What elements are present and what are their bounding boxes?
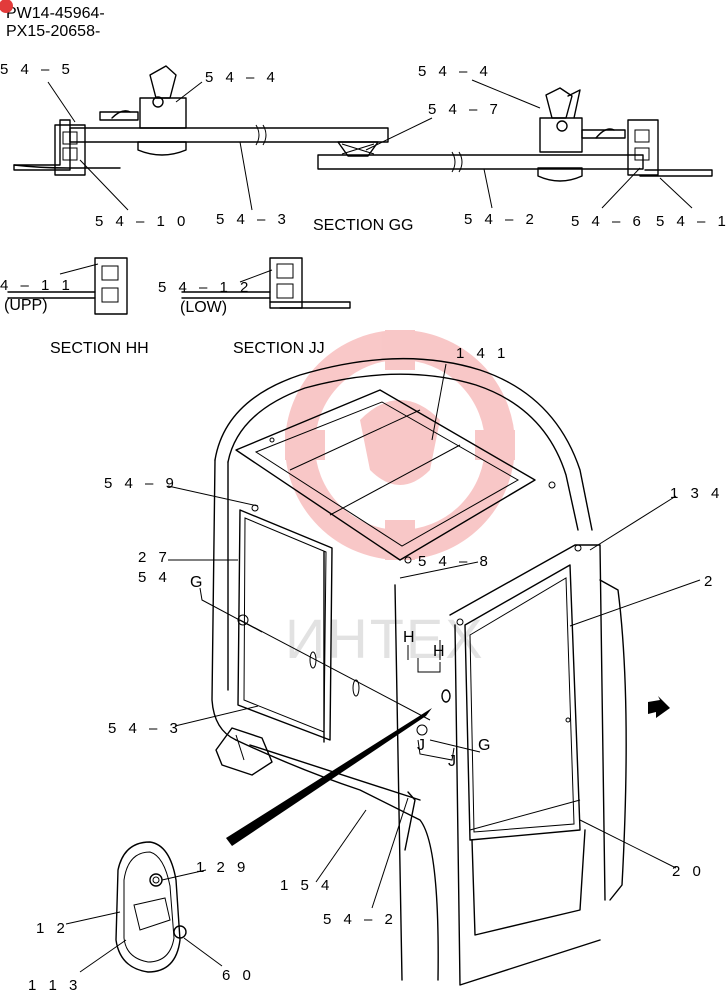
section-hh-label: SECTION HH bbox=[50, 340, 149, 357]
low-label: (LOW) bbox=[180, 299, 227, 316]
latch-right bbox=[537, 87, 626, 182]
callout-54-5: 5 4 – 5 bbox=[0, 61, 74, 78]
callout-54-11: 4 – 1 1 bbox=[0, 277, 74, 294]
section-hh-drawing bbox=[7, 257, 128, 315]
section-gg-drawing bbox=[13, 65, 713, 211]
section-gg-label: SECTION GG bbox=[313, 217, 413, 234]
marker-g-2: G bbox=[478, 737, 490, 754]
callout-2: 2 bbox=[704, 573, 716, 590]
callout-141: 1 4 1 bbox=[456, 345, 509, 362]
callout-54-3-top: 5 4 – 3 bbox=[216, 211, 290, 228]
callout-113: 1 1 3 bbox=[28, 977, 81, 994]
marker-g-1: G bbox=[190, 574, 202, 591]
marker-j-1: J bbox=[417, 737, 425, 754]
section-jj-drawing bbox=[181, 257, 351, 309]
watermark: ИНТЕХ bbox=[285, 330, 515, 670]
callout-54-4-left: 5 4 – 4 bbox=[205, 69, 279, 86]
upp-label: (UPP) bbox=[4, 297, 48, 314]
view-arrow bbox=[226, 708, 432, 846]
callout-54-8: 5 4 – 8 bbox=[418, 553, 492, 570]
callout-54-6: 5 4 – 6 bbox=[571, 213, 645, 230]
section-jj-label: SECTION JJ bbox=[233, 340, 325, 357]
callout-54-1-top: 5 4 – 1 bbox=[656, 213, 728, 230]
callout-154: 1 5 4 bbox=[280, 877, 333, 894]
latch-left bbox=[99, 65, 187, 156]
callout-54-2-top: 5 4 – 2 bbox=[464, 211, 538, 228]
callout-129: 1 2 9 bbox=[196, 859, 249, 876]
corner-badge-icon bbox=[0, 0, 13, 13]
callout-20: 2 0 bbox=[672, 863, 705, 880]
marker-j-2: J bbox=[448, 753, 456, 770]
callout-54-10: 5 4 – 1 0 bbox=[95, 213, 189, 230]
marker-h-1: H bbox=[403, 629, 415, 646]
cab-drawing bbox=[167, 357, 701, 986]
part-number-line-1: PW14-45964- bbox=[6, 5, 105, 22]
callout-54: 5 4 bbox=[138, 569, 171, 586]
callout-60: 6 0 bbox=[222, 967, 255, 984]
callout-54-4-right: 5 4 – 4 bbox=[418, 63, 492, 80]
callout-12: 1 2 bbox=[36, 920, 69, 937]
callout-27: 2 7 bbox=[138, 549, 171, 566]
mirror-assembly bbox=[65, 841, 223, 973]
marker-h-2: H bbox=[433, 643, 445, 660]
callout-54-7: 5 4 – 7 bbox=[428, 101, 502, 118]
watermark-gear-icon bbox=[285, 330, 515, 560]
callout-134: 1 3 4 bbox=[670, 485, 723, 502]
part-number-line-2: PX15-20658- bbox=[6, 23, 100, 40]
direction-arrow-icon bbox=[648, 696, 670, 718]
callout-54-3-cab: 5 4 – 3 bbox=[108, 720, 182, 737]
watermark-text: ИНТЕХ bbox=[285, 607, 485, 670]
callout-54-9: 5 4 – 9 bbox=[104, 475, 178, 492]
callout-54-2-cab: 5 4 – 2 bbox=[323, 911, 397, 928]
callout-54-12: 5 4 – 1 2 bbox=[158, 279, 252, 296]
